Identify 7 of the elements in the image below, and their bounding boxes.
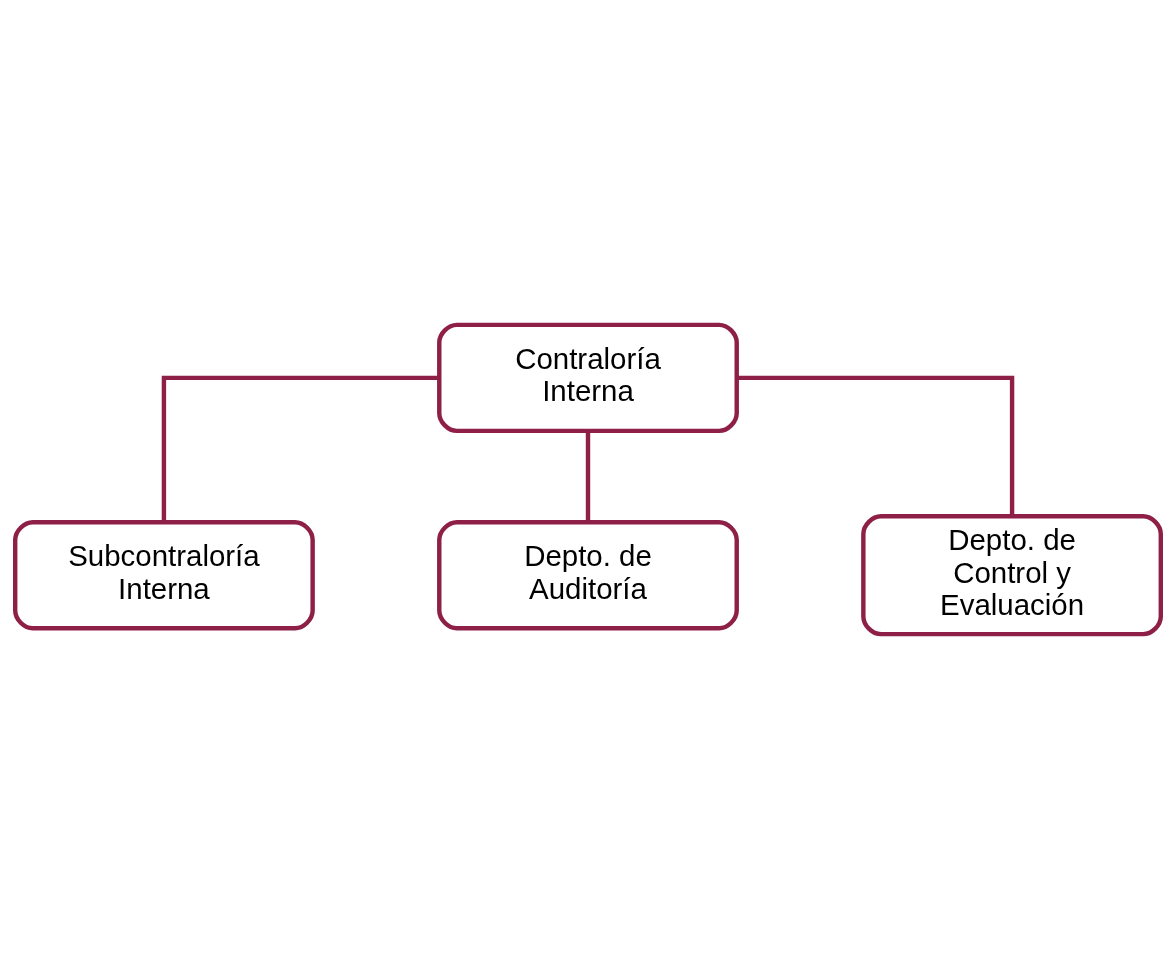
node-box: Depto. de Control y Evaluación: [861, 513, 1163, 636]
connector: [585, 430, 591, 522]
node-box: Subcontraloría Interna: [13, 519, 315, 630]
connector: [161, 375, 440, 522]
node-box: Depto. de Auditoría: [437, 519, 739, 630]
connector: [736, 375, 1015, 516]
node-box: Contraloría Interna: [437, 322, 739, 433]
